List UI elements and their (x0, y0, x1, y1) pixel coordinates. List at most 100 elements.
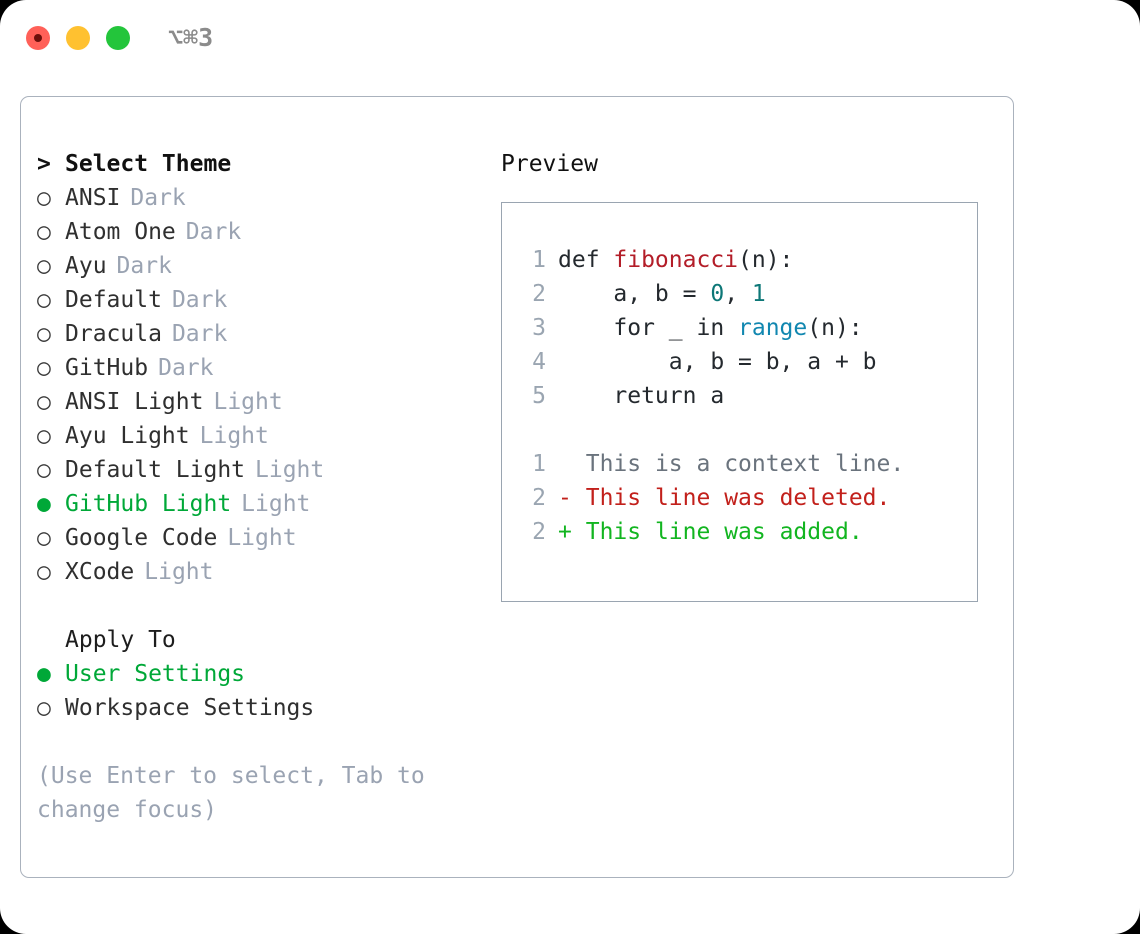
diff-line-content: This is a context line. (585, 451, 905, 477)
theme-list-item[interactable]: ○ Default Light Light (37, 453, 497, 487)
theme-list-item[interactable]: ○ ANSI Dark (37, 181, 497, 215)
diff-line-text: + This line was added. (558, 519, 863, 545)
minimize-window-button[interactable] (66, 26, 90, 50)
radio-unselected-icon: ○ (37, 321, 51, 347)
theme-item-variant-tag: Light (255, 457, 325, 483)
theme-item-label: Atom One (65, 219, 176, 245)
keyboard-shortcut-label: ⌥⌘3 (168, 23, 214, 52)
diff-line-text: This is a context line. (558, 451, 905, 477)
code-line-number: 3 (532, 315, 546, 341)
theme-list-item[interactable]: ● GitHub Light Light (37, 487, 497, 521)
list-spacer (37, 589, 497, 623)
code-line-number: 4 (532, 349, 546, 375)
theme-item-label: XCode (65, 559, 135, 585)
code-line: 2 a, b = 0, 1 (522, 277, 977, 311)
radio-unselected-icon: ○ (37, 559, 51, 585)
apply-to-item[interactable]: ○ Workspace Settings (37, 691, 497, 725)
theme-item-label: ANSI Light (65, 389, 204, 415)
radio-unselected-icon: ○ (37, 185, 51, 211)
theme-list-item[interactable]: ○ ANSI Light Light (37, 385, 497, 419)
code-token-plain: a, b = b, a + b (558, 349, 877, 375)
apply-to-heading: Apply To (37, 623, 497, 657)
theme-item-label: Default Light (65, 457, 246, 483)
diff-line: 1 This is a context line. (522, 447, 977, 481)
theme-item-variant-tag: Dark (171, 287, 228, 313)
diff-line-content: This line was deleted. (585, 485, 891, 511)
theme-list-item[interactable]: ○ XCode Light (37, 555, 497, 589)
apply-to-item[interactable]: ●User Settings (37, 657, 497, 691)
theme-item-variant-tag: Light (227, 525, 297, 551)
theme-item-label: Dracula (65, 321, 162, 347)
theme-list-item[interactable]: ○ Google Code Light (37, 521, 497, 555)
theme-item-label: GitHub (65, 355, 149, 381)
preview-heading: Preview (501, 151, 598, 177)
code-line-number: 2 (532, 281, 546, 307)
diff-sample: 1 This is a context line. 2 - This line wa… (522, 447, 977, 549)
code-token-plain: return a (558, 383, 725, 409)
theme-item-label: Ayu Light (65, 423, 190, 449)
diff-line: 2 + This line was added. (522, 515, 977, 549)
theme-item-variant-tag: Light (213, 389, 283, 415)
radio-unselected-icon: ○ (37, 389, 51, 415)
theme-item-label: GitHub Light (65, 491, 232, 517)
theme-item-variant-tag: Light (241, 491, 311, 517)
code-token-plain: a, b = (558, 281, 711, 307)
diff-line-number: 2 (532, 519, 546, 545)
diff-sign-marker (558, 451, 572, 477)
theme-item-label: Google Code (65, 525, 218, 551)
theme-list-item[interactable]: ○ Ayu Dark (37, 249, 497, 283)
radio-selected-icon: ● (37, 491, 51, 517)
theme-item-variant-tag: Dark (116, 253, 172, 279)
theme-item-variant-tag: Dark (130, 185, 186, 211)
diff-line: 2 - This line was deleted. (522, 481, 977, 515)
code-token-call: range (738, 315, 808, 341)
theme-item-variant-tag: Dark (171, 321, 228, 347)
theme-item-variant-tag: Light (144, 559, 214, 585)
title-bar: ⌥⌘3 (0, 0, 1140, 78)
apply-to-marker-placeholder (37, 623, 65, 657)
code-line: 4 a, b = b, a + b (522, 345, 977, 379)
apply-to-list: ●User Settings ○ Workspace Settings (37, 657, 497, 725)
code-line: 3 for _ in range(n): (522, 311, 977, 345)
code-token-plain: (n): (807, 315, 863, 341)
code-line: 5 return a (522, 379, 977, 413)
prompt-caret-icon: > (37, 151, 51, 177)
apply-to-heading-label: Apply To (65, 627, 176, 653)
theme-list-item[interactable]: ○ Dracula Dark (37, 317, 497, 351)
code-token-num: 0 (710, 281, 725, 307)
code-token-plain: for _ in (558, 315, 739, 341)
radio-unselected-icon: ○ (37, 253, 51, 279)
code-token-plain: , (724, 281, 752, 307)
radio-unselected-icon: ○ (37, 525, 51, 551)
select-theme-heading: > Select Theme (37, 147, 497, 181)
radio-unselected-icon: ○ (37, 457, 51, 483)
close-window-button[interactable] (26, 26, 50, 50)
code-token-plain: def (558, 247, 614, 273)
theme-list-item[interactable]: ○ Ayu Light Light (37, 419, 497, 453)
diff-line-text: - This line was deleted. (558, 485, 890, 511)
radio-unselected-icon: ○ (37, 423, 51, 449)
code-token-fn: fibonacci (613, 247, 739, 273)
apply-to-item-label: Workspace Settings (65, 695, 315, 721)
diff-line-content: This line was added. (585, 519, 863, 545)
theme-list-item[interactable]: ○ Default Dark (37, 283, 497, 317)
radio-unselected-icon: ○ (37, 695, 51, 721)
apply-to-item-label: User Settings (65, 661, 246, 687)
theme-item-label: Ayu (65, 253, 107, 279)
theme-item-variant-tag: Light (199, 423, 269, 449)
code-line-number: 1 (532, 247, 546, 273)
radio-unselected-icon: ○ (37, 287, 51, 313)
theme-item-label: ANSI (65, 185, 121, 211)
code-line-number: 5 (532, 383, 546, 409)
theme-item-label: Default (65, 287, 162, 313)
diff-line-number: 2 (532, 485, 546, 511)
maximize-window-button[interactable] (106, 26, 130, 50)
